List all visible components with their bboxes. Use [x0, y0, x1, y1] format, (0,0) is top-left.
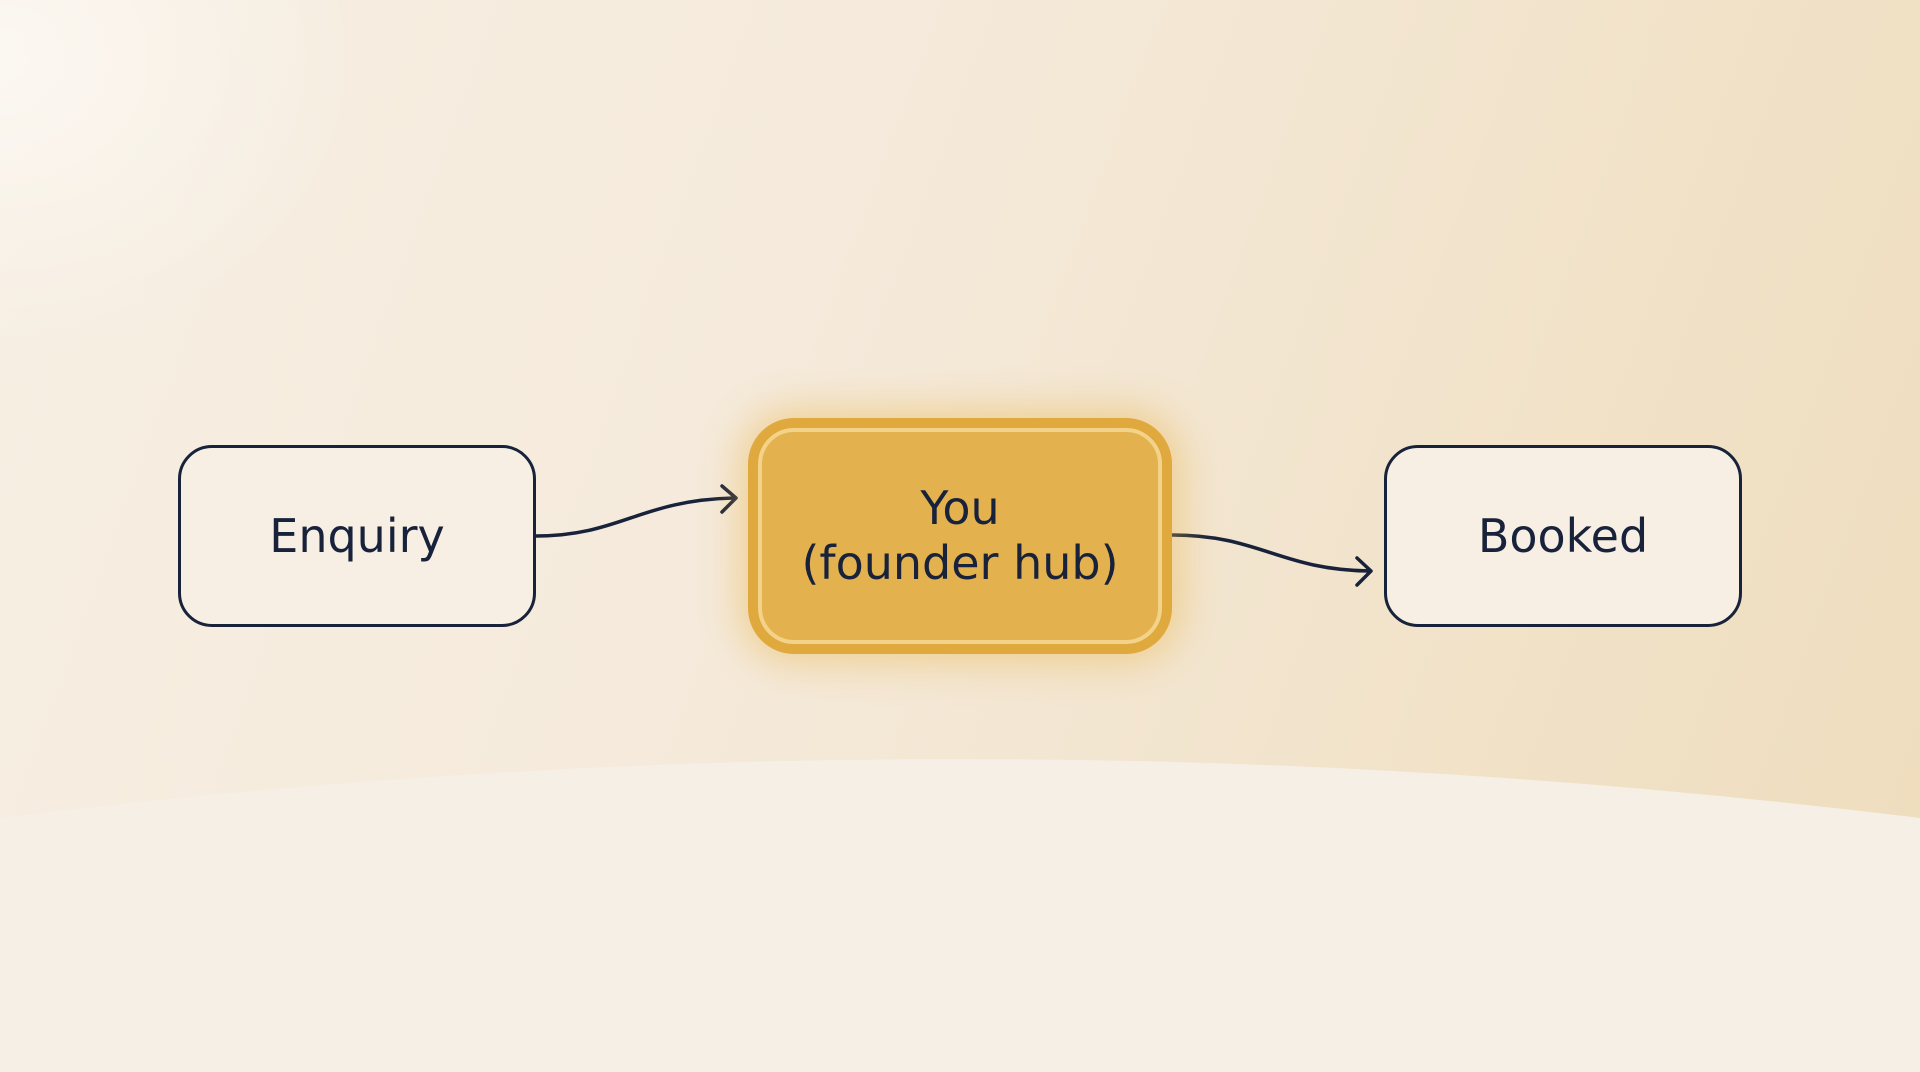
node-booked: Booked: [1384, 445, 1742, 627]
node-founder-hub: You (founder hub): [748, 418, 1172, 654]
node-hub-label-line1: You: [920, 480, 1000, 535]
node-founder-hub-inner: You (founder hub): [758, 428, 1162, 644]
node-booked-label: Booked: [1477, 509, 1649, 563]
node-enquiry-label: Enquiry: [269, 509, 445, 563]
node-hub-label-line2: (founder hub): [801, 536, 1119, 590]
node-enquiry: Enquiry: [178, 445, 536, 627]
